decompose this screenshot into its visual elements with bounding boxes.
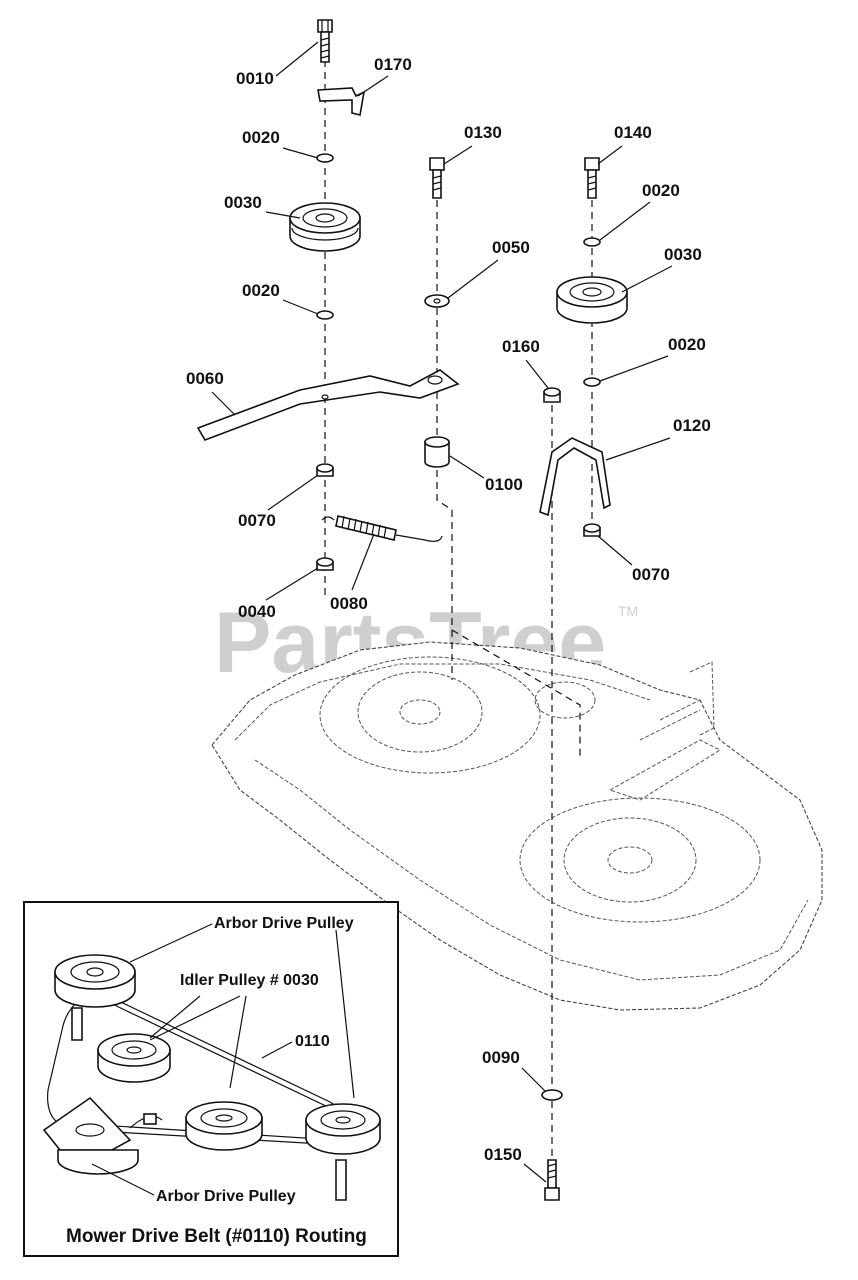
idler-arm-0060	[196, 369, 460, 441]
washer-0020-c	[583, 237, 601, 247]
callout-0160: 0160	[502, 337, 540, 356]
inset-label-belt: 0110	[295, 1033, 330, 1050]
bolt-0010	[317, 19, 333, 63]
callout-0150: 0150	[484, 1145, 522, 1164]
watermark-trademark: TM	[618, 603, 638, 619]
callout-0030-a: 0030	[224, 193, 262, 212]
callout-0040: 0040	[238, 602, 276, 621]
callout-0010: 0010	[236, 69, 274, 88]
bolt-0150	[544, 1159, 560, 1201]
pulley-0030-b	[556, 276, 628, 324]
callout-0020-c: 0020	[642, 181, 680, 200]
mower-deck	[211, 641, 823, 1011]
callout-0030-b: 0030	[664, 245, 702, 264]
callout-0050: 0050	[492, 238, 530, 257]
callout-0120: 0120	[673, 416, 711, 435]
callout-0100: 0100	[485, 475, 523, 494]
washer-0050	[424, 294, 450, 308]
bracket-0170	[317, 87, 366, 116]
bolt-0140	[584, 157, 600, 199]
washer-0020-a	[316, 153, 334, 163]
callout-0090: 0090	[482, 1048, 520, 1067]
assembly-lines	[324, 60, 593, 1178]
callout-0130: 0130	[464, 123, 502, 142]
bracket-0120	[539, 437, 611, 517]
inset-label-idler: Idler Pulley # 0030	[180, 972, 319, 989]
callout-0020-d: 0020	[668, 335, 706, 354]
callout-0070-b: 0070	[632, 565, 670, 584]
inset-arbor-pulley-right	[305, 1103, 381, 1201]
bolt-0130	[429, 157, 445, 199]
spring-0080	[321, 515, 443, 542]
callout-0080: 0080	[330, 594, 368, 613]
inset-arbor-pulley-top	[54, 954, 136, 1041]
callout-labels: 0010 0170 0020 0030 0020 0060 0070 0040 …	[186, 55, 711, 1164]
inset-label-arbor-bottom: Arbor Drive Pulley	[156, 1188, 296, 1205]
washer-0020-b	[316, 310, 334, 320]
inset-idler-pulley-left	[97, 1033, 171, 1083]
pulley-0030-a	[289, 202, 361, 252]
nut-0070-b	[583, 523, 601, 537]
spacer-0100	[424, 436, 450, 468]
nut-0070-a	[316, 463, 334, 477]
nut-0040	[316, 557, 334, 571]
washer-0090	[541, 1089, 563, 1101]
leader-lines	[211, 41, 673, 1183]
callout-0140: 0140	[614, 123, 652, 142]
washer-0020-d	[583, 377, 601, 387]
callout-0020-a: 0020	[242, 128, 280, 147]
callout-0170: 0170	[374, 55, 412, 74]
callout-0060: 0060	[186, 369, 224, 388]
inset-idler-pulley-center	[185, 1101, 263, 1151]
nut-0160	[543, 387, 561, 403]
inset-title: Mower Drive Belt (#0110) Routing	[66, 1226, 367, 1247]
callout-0020-b: 0020	[242, 281, 280, 300]
belt-routing-inset: Arbor Drive Pulley Idler Pulley # 0030 0…	[23, 901, 399, 1257]
inset-engine-pulley	[42, 1096, 163, 1175]
callout-0070-a: 0070	[238, 511, 276, 530]
inset-label-arbor-top: Arbor Drive Pulley	[214, 915, 354, 932]
